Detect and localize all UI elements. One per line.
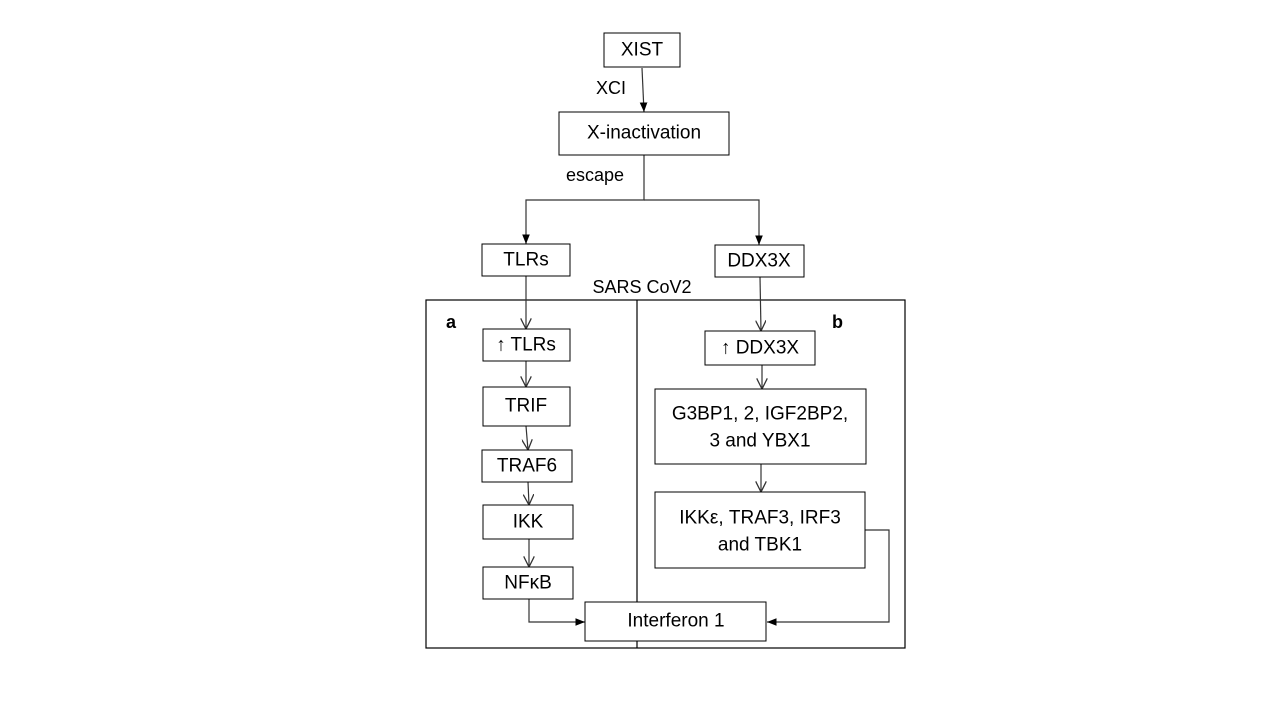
node-nfkb-label: NFκB: [504, 573, 552, 594]
edge-traf6-to-ikk: [528, 481, 529, 505]
node-xist-label: XIST: [621, 40, 664, 61]
node-x-inactivation-label: X-inactivation: [587, 123, 701, 144]
sars-cov2-label: SARS CoV2: [592, 277, 691, 297]
node-up-ddx3x: ↑ DDX3X: [704, 330, 816, 366]
panel-a-label: a: [446, 312, 457, 332]
node-traf6-label: TRAF6: [497, 456, 557, 477]
node-xist: XIST: [603, 32, 681, 68]
edge-xist-to-xinact: [639, 67, 648, 113]
node-interferon-label: Interferon 1: [627, 611, 724, 632]
node-x-inactivation: X-inactivation: [558, 111, 730, 156]
node-g3bp-label-line2: 3 and YBX1: [709, 431, 810, 452]
node-up-tlrs: ↑ TLRs: [482, 328, 571, 362]
node-ikke-label-line2: and TBK1: [718, 535, 802, 556]
edge-nfkb-to-interferon: [528, 599, 585, 626]
edge-ddx3x-to-up-ddx3x: [760, 276, 761, 331]
node-ikke: IKKε, TRAF3, IRF3 and TBK1: [654, 491, 866, 569]
node-up-tlrs-label: ↑ TLRs: [496, 335, 556, 356]
node-ddx3x-label: DDX3X: [727, 251, 791, 272]
node-ikk-label: IKK: [513, 512, 544, 533]
node-trif-label: TRIF: [505, 396, 547, 417]
node-interferon: Interferon 1: [584, 601, 767, 642]
node-ikke-label-line1: IKKε, TRAF3, IRF3: [679, 508, 841, 529]
node-trif: TRIF: [482, 386, 571, 427]
node-g3bp-label-line1: G3BP1, 2, IGF2BP2,: [672, 404, 848, 425]
node-ddx3x: DDX3X: [714, 244, 805, 278]
node-up-ddx3x-label: ↑ DDX3X: [721, 338, 799, 359]
escape-label: escape: [566, 165, 624, 185]
edge-escape-to-ddx3x: [644, 199, 763, 245]
node-nfkb: NFκB: [482, 566, 574, 600]
node-g3bp: G3BP1, 2, IGF2BP2, 3 and YBX1: [654, 388, 867, 465]
sars-cov2-region: [425, 299, 906, 649]
node-tlrs: TLRs: [481, 243, 571, 277]
node-ikk: IKK: [482, 504, 574, 540]
node-traf6: TRAF6: [481, 449, 573, 483]
edge-escape-to-tlrs: [522, 155, 645, 244]
panel-b-label: b: [832, 312, 843, 332]
xci-label: XCI: [596, 78, 626, 98]
edge-trif-to-traf6: [526, 425, 528, 450]
node-tlrs-label: TLRs: [503, 250, 548, 271]
edge-ikke-to-interferon: [767, 529, 890, 626]
